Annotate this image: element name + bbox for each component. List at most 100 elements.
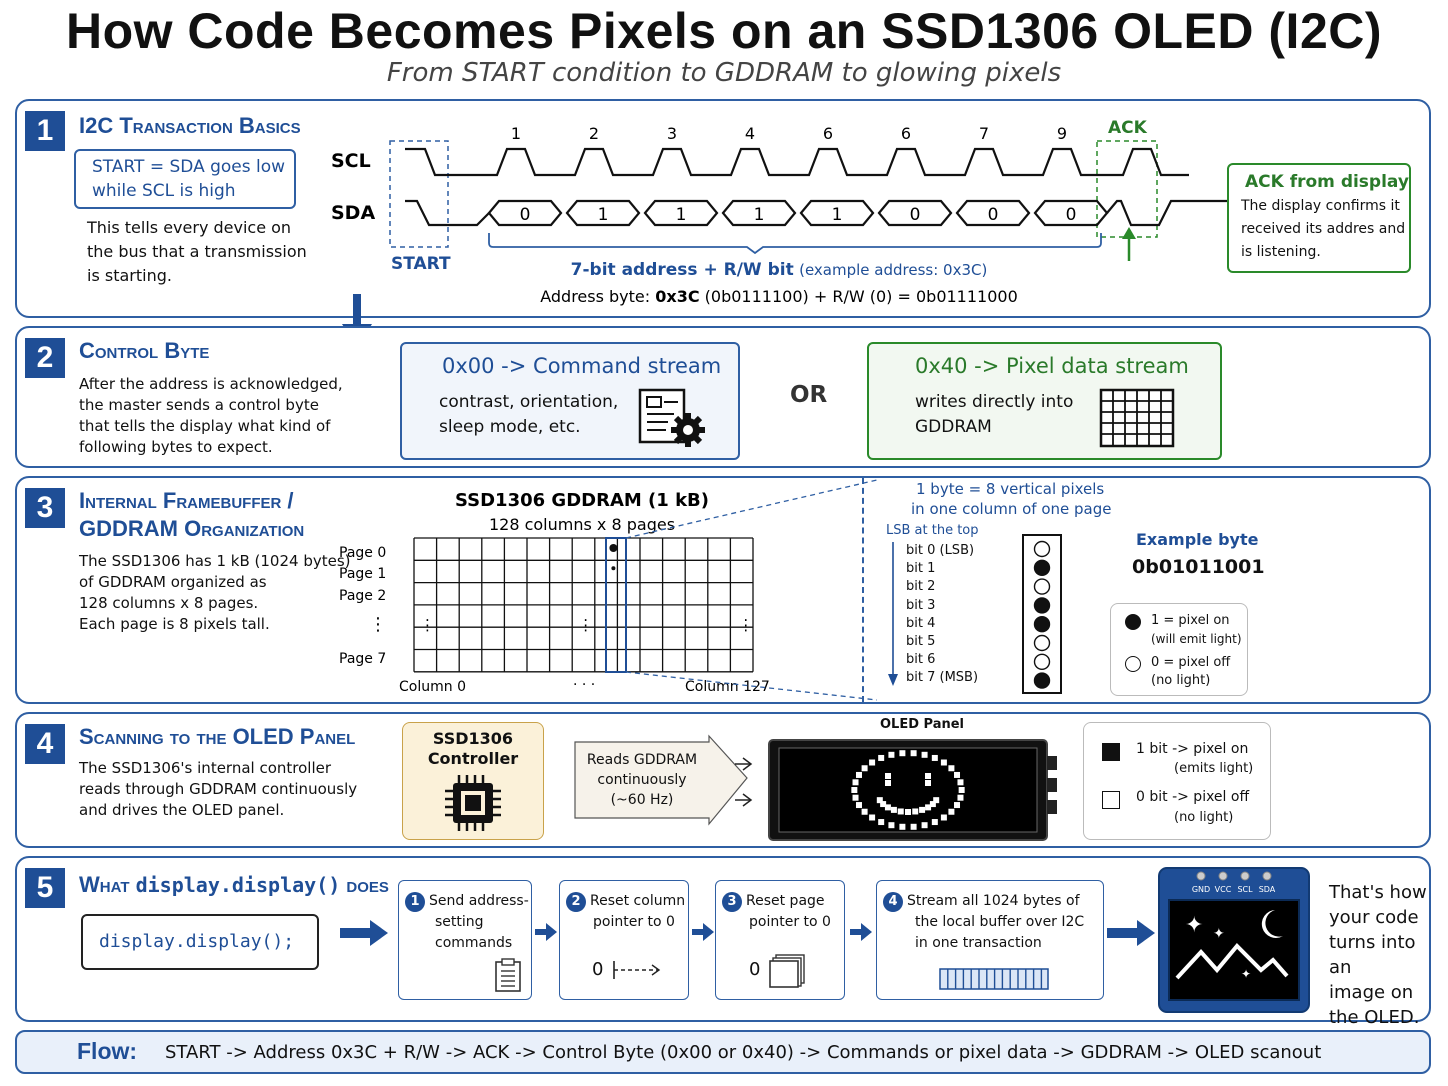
control-desc-line2: the master sends a control byte [79, 396, 319, 414]
bit-on-circle [1033, 672, 1051, 689]
ack-arrowhead [1122, 227, 1136, 239]
bit-label: bit 6 [906, 652, 936, 668]
page-label-2: Page 2 [339, 588, 386, 604]
smiley-pixel [852, 794, 859, 801]
gddram-desc-line4: Each page is 8 pixels tall. [79, 615, 270, 633]
section-number: 3 [25, 488, 65, 528]
section-number: 4 [25, 724, 65, 764]
page-zero-value: 0 [749, 959, 761, 980]
section-title: Scanning to the OLED Panel [79, 724, 356, 749]
smiley-pixel [861, 765, 868, 772]
bit-label: bit 1 [906, 561, 936, 577]
smiley-pixel [888, 751, 895, 758]
star-icon: ✦ [1213, 926, 1225, 942]
section-number: 2 [25, 338, 65, 378]
ack-info-line3: is listening. [1241, 244, 1321, 260]
smiley-pixel [933, 797, 940, 804]
arrow-right-icon [850, 923, 872, 941]
smiley-pixel [869, 814, 876, 821]
smiley-pixel [957, 779, 964, 786]
pin-hole [1262, 871, 1272, 881]
page-label-vdots: ⋮ [369, 614, 387, 635]
smiley-pixel [929, 801, 936, 808]
smiley-pixel [921, 751, 928, 758]
final-line3: turns into an [1329, 932, 1416, 978]
reads-line3: (~60 Hz) [610, 792, 674, 808]
step-text-line3: commands [435, 935, 513, 951]
pixel-stream-line1: writes directly into [915, 392, 1074, 412]
bit-legend-off-line1: 0 bit -> pixel off [1136, 789, 1250, 805]
bit-legend-off-line2: (no light) [1174, 810, 1234, 825]
zoom-title-line1: 1 byte = 8 vertical pixels [916, 480, 1105, 498]
control-desc-line1: After the address is acknowledged, [79, 375, 343, 393]
smiley-pixel [931, 819, 938, 826]
section-title: What display.display() does [79, 872, 389, 898]
ack-info-line2: received its addres and [1241, 221, 1406, 237]
grid-ellipsis: ⋮ [578, 616, 593, 634]
section-title-prefix: What [79, 872, 136, 897]
scanning-description: The SSD1306's internal controller reads … [79, 758, 357, 821]
command-stream-line1: contrast, orientation, [439, 392, 619, 412]
address-label: 7-bit address + R/W bit (example address… [571, 260, 988, 280]
step-text-line2: pointer to 0 [749, 914, 831, 930]
byte-zoom-panel: 1 byte = 8 vertical pixels in one column… [862, 478, 1431, 702]
gddram-desc-line1: The SSD1306 has 1 kB (1024 bytes) [79, 552, 351, 570]
step-text-line1: Stream all 1024 bytes of [907, 893, 1080, 909]
pixel-stream-box: 0x40 -> Pixel data stream writes directl… [867, 342, 1222, 460]
start-definition-box: START = SDA goes low while SCL is high [74, 149, 296, 209]
example-byte-value: 0b01011001 [1132, 556, 1265, 578]
bit-label: bit 3 [906, 597, 936, 613]
sda-bit-cell [877, 199, 953, 227]
smiley-pixel [897, 808, 904, 815]
pixel-stream-title: 0x40 -> Pixel data stream [915, 354, 1189, 378]
page-label-0: Page 0 [339, 545, 386, 561]
start-definition-line2: while SCL is high [92, 181, 236, 201]
gddram-grid: ⋮⋮⋮ [413, 537, 754, 673]
smiley-face [851, 750, 965, 830]
bit-direction-arrow [888, 542, 898, 686]
bit-on-circle [1033, 615, 1051, 633]
zoom-line-bottom [625, 671, 877, 701]
smiley-pixel [899, 823, 906, 830]
flow-text: START -> Address 0x3C + R/W -> ACK -> Co… [165, 1042, 1322, 1063]
section-control-byte: 2 Control Byte After the address is ackn… [15, 326, 1431, 468]
section-gddram: 3 Internal Framebuffer / GDDRAM Organiza… [15, 476, 1431, 704]
smiley-pixel [912, 808, 919, 815]
scl-waveform [405, 147, 1189, 177]
arrow-right-icon [692, 923, 714, 941]
smiley-pixel [958, 787, 965, 793]
smiley-pixel [921, 822, 928, 829]
step-text-line1: Reset page [746, 893, 825, 909]
controller-label-line2: Controller [427, 749, 519, 768]
page-title: How Code Becomes Pixels on an SSD1306 OL… [65, 3, 1383, 59]
pin-hole [1196, 871, 1206, 881]
sda-bit-value: 0 [988, 205, 999, 225]
chip-icon [445, 775, 501, 831]
smiley-pixel [925, 804, 932, 811]
arrow-right-icon [535, 923, 557, 941]
pin-label: VCC [1215, 885, 1232, 894]
step-text-line2: setting [435, 914, 484, 930]
pin-label: SCL [1237, 885, 1253, 894]
code-snippet: display.display(); [81, 914, 319, 970]
sda-bit-value: 0 [520, 205, 531, 225]
arrow-right-icon [340, 920, 388, 946]
smiley-pixel [851, 787, 858, 793]
step-number: 3 [722, 892, 742, 912]
legend-off-line1: 0 = pixel off [1151, 655, 1231, 670]
smiley-pixel [878, 819, 885, 826]
bit-legend-on-line2: (emits light) [1174, 761, 1254, 776]
final-line1: That's how [1329, 882, 1427, 903]
control-desc-line4: following bytes to expect. [79, 438, 273, 456]
bit-legend-on-line1: 1 bit -> pixel on [1136, 741, 1249, 757]
smiley-pixel [925, 780, 931, 786]
oled-panel-label: OLED Panel [880, 717, 965, 732]
bit-on-circle [1033, 559, 1051, 576]
address-byte: Address byte: 0x3C (0b0111100) + R/W (0)… [540, 287, 1018, 306]
controller-box: SSD1306 Controller [402, 722, 544, 840]
